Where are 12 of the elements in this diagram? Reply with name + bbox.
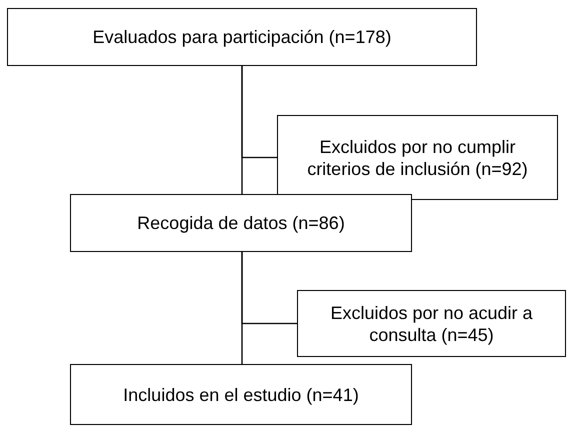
connector-line bbox=[241, 252, 297, 324]
process-box bbox=[277, 115, 558, 200]
box-text: Excluidos por no acudir a consulta (n=45) bbox=[329, 302, 534, 346]
box-text: Recogida de datos (n=86) bbox=[137, 212, 345, 234]
connector-line bbox=[241, 66, 277, 158]
box-text: Evaluados para participación (n=178) bbox=[92, 26, 392, 48]
box-text: Excluidos por no cumplir criterios de inclusión (n=92) bbox=[306, 136, 529, 180]
box-text: Incluidos en el estudio (n=41) bbox=[123, 384, 359, 406]
process-box bbox=[70, 364, 412, 425]
process-box bbox=[7, 8, 477, 66]
process-box bbox=[297, 290, 566, 357]
process-box bbox=[70, 194, 412, 252]
